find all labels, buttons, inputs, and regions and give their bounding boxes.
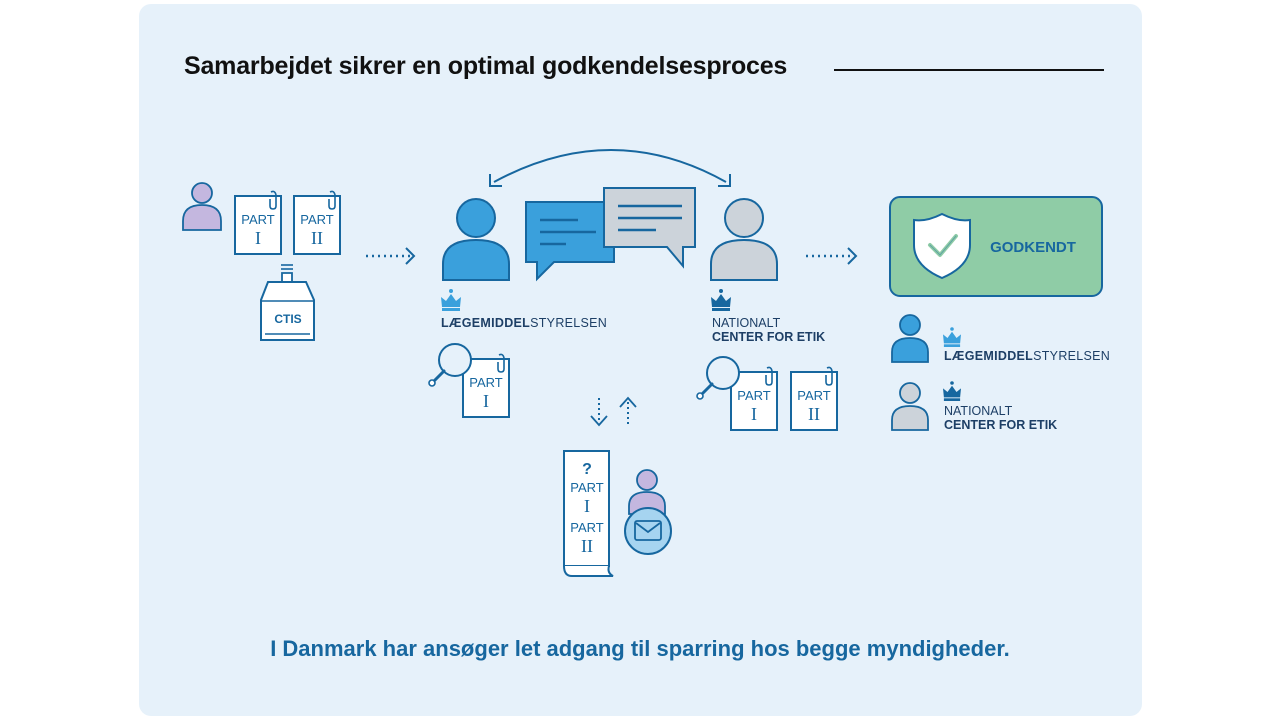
- doc-part-label: PART: [241, 212, 275, 227]
- exchange-vertical-arrows-icon: [590, 396, 637, 427]
- crown-icon: [943, 381, 961, 401]
- medicines-agency-legend-label: LÆGEMIDDELSTYRELSEN: [944, 349, 1110, 363]
- diagram-panel: [139, 4, 1142, 716]
- exchange-arc-icon: [489, 149, 731, 187]
- ethics-center-label-line1: NATIONALT: [944, 404, 1013, 418]
- medicines-agency-label-bold: LÆGEMIDDEL: [441, 316, 531, 330]
- page-title: Samarbejdet sikrer en optimal godkendels…: [184, 52, 788, 80]
- ctis-drive-icon: CTIS: [260, 281, 315, 341]
- doc-part-label: PART: [570, 480, 604, 495]
- crown-icon: [711, 289, 731, 311]
- ctis-label: CTIS: [274, 312, 301, 326]
- title-divider: [834, 69, 1104, 71]
- mail-icon: [624, 507, 672, 555]
- medicines-agency-label-bold: LÆGEMIDDEL: [944, 349, 1034, 363]
- doc-part-numeral: II: [808, 404, 820, 424]
- question-mark: ?: [582, 461, 592, 478]
- doc-part-label: PART: [737, 388, 771, 403]
- applicant-part-two-document-icon: PART II: [293, 190, 341, 255]
- doc-part-label: PART: [797, 388, 831, 403]
- medicines-agency-person-icon: [891, 314, 929, 363]
- doc-part-numeral: II: [581, 536, 593, 556]
- doc-part-label: PART: [570, 520, 604, 535]
- doc-part-label: PART: [469, 375, 503, 390]
- ethics-center-label: NATIONALT CENTER FOR ETIK: [712, 316, 825, 344]
- ethics-center-label-line1: NATIONALT: [712, 316, 781, 330]
- crown-icon: [943, 327, 961, 347]
- medicines-agency-person-icon: [442, 198, 510, 281]
- ethics-center-label-line2: CENTER FOR ETIK: [944, 418, 1058, 432]
- medicines-agency-review-document-icon: PART I: [462, 353, 510, 418]
- medicines-agency-label: LÆGEMIDDELSTYRELSEN: [441, 316, 607, 330]
- applicant-person-icon: [182, 182, 222, 231]
- shield-check-icon: [913, 212, 971, 280]
- approved-label: GODKENDT: [990, 239, 1076, 256]
- doc-part-numeral: II: [311, 228, 323, 248]
- doc-part-numeral: I: [751, 404, 757, 424]
- applicant-part-one-document-icon: PART I: [234, 190, 282, 255]
- chat-bubble-icon: [603, 187, 696, 269]
- ethics-center-label-line2: CENTER FOR ETIK: [712, 330, 826, 344]
- diagram-caption: I Danmark har ansøger let adgang til spa…: [270, 636, 1010, 661]
- ethics-center-legend-label: NATIONALT CENTER FOR ETIK: [944, 404, 1057, 432]
- doc-part-label: PART: [300, 212, 334, 227]
- ethics-center-review-document-icon: PART I: [730, 366, 778, 431]
- medicines-agency-label-thin: STYRELSEN: [530, 316, 608, 330]
- ethics-center-review-document-icon: PART II: [790, 366, 838, 431]
- medicines-agency-label-thin: STYRELSEN: [1033, 349, 1111, 363]
- doc-part-numeral: I: [255, 228, 261, 248]
- flow-arrow-icon: [366, 247, 416, 265]
- ethics-center-person-icon: [710, 198, 778, 281]
- chat-bubble-icon: [525, 201, 615, 282]
- crown-icon: [441, 289, 461, 311]
- ethics-center-person-icon: [891, 382, 929, 431]
- flow-arrow-icon: [806, 247, 858, 265]
- scroll-document-icon: ? PART I PART II: [563, 450, 614, 577]
- doc-part-numeral: I: [483, 391, 489, 411]
- doc-part-numeral: I: [584, 496, 590, 516]
- approved-box: GODKENDT: [889, 196, 1103, 297]
